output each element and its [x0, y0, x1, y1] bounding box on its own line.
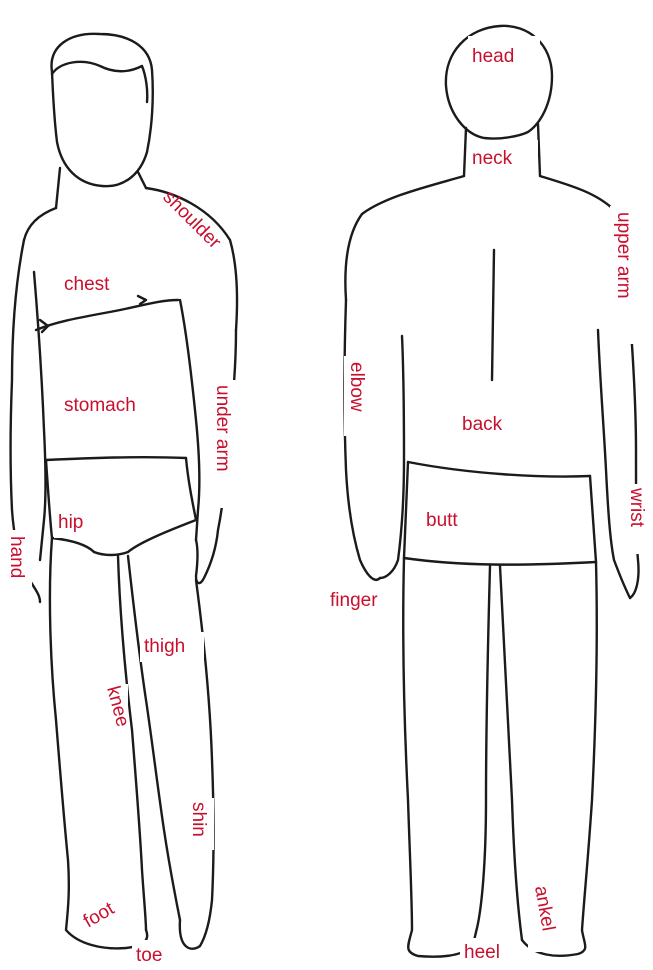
- back-neck-right: [538, 124, 540, 176]
- label-toe: toe: [132, 940, 172, 968]
- label-upper-arm-text: upper arm: [613, 212, 634, 299]
- label-heel-text: heel: [464, 942, 500, 963]
- front-neck-right: [138, 172, 146, 188]
- front-briefs-right: [128, 458, 196, 552]
- label-finger-text: finger: [330, 590, 378, 611]
- back-waistline: [408, 462, 590, 476]
- back-shoulder-left: [345, 176, 464, 300]
- back-left-arm-outer: [345, 300, 381, 580]
- label-toe-text: toe: [136, 945, 162, 966]
- label-hip-text: hip: [58, 512, 83, 533]
- front-briefs-left: [46, 460, 94, 552]
- label-elbow: elbow: [344, 356, 372, 436]
- label-wrist: wrist: [624, 484, 652, 554]
- label-hand: hand: [4, 530, 32, 592]
- front-chest-line: [36, 300, 178, 330]
- label-butt: butt: [422, 506, 480, 536]
- back-right-leg-inner: [500, 566, 522, 940]
- label-chest-text: chest: [64, 274, 110, 295]
- back-right-arm-inner: [598, 330, 630, 598]
- back-left-leg-outer: [403, 558, 470, 957]
- back-left-leg-inner: [470, 566, 490, 948]
- label-elbow-text: elbow: [346, 362, 367, 412]
- front-neck-left: [56, 168, 60, 208]
- label-hand-text: hand: [6, 536, 27, 578]
- back-neck-left: [464, 128, 466, 176]
- label-under-arm: under arm: [210, 380, 238, 508]
- front-head-outline: [52, 34, 153, 186]
- front-right-arm-inner: [180, 300, 199, 540]
- label-back-text: back: [462, 414, 503, 435]
- back-shorts-hem: [404, 558, 596, 565]
- label-shin-text: shin: [188, 802, 209, 837]
- front-chest-mark-right: [138, 296, 146, 304]
- labels: head neck shoulder upper arm chest stoma…: [4, 36, 652, 968]
- label-upper-arm: upper arm: [610, 206, 640, 344]
- back-left-arm-inner: [380, 336, 404, 578]
- label-thigh-text: thigh: [144, 636, 185, 657]
- label-hip: hip: [54, 508, 98, 538]
- front-shoulder-left: [24, 208, 56, 240]
- label-under-arm-text: under arm: [212, 385, 233, 472]
- front-left-arm-inner: [34, 272, 46, 560]
- front-hair-outline: [52, 62, 147, 102]
- label-heel: heel: [460, 938, 514, 966]
- front-crotch: [94, 552, 128, 555]
- front-waistline: [46, 457, 186, 460]
- label-butt-text: butt: [426, 510, 458, 531]
- label-shin: shin: [186, 798, 214, 850]
- label-finger: finger: [326, 586, 402, 616]
- label-head: head: [468, 36, 540, 68]
- label-wrist-text: wrist: [626, 487, 647, 528]
- label-back: back: [458, 408, 528, 438]
- label-stomach-text: stomach: [64, 395, 136, 416]
- back-shorts-right: [590, 476, 596, 562]
- label-head-text: head: [472, 46, 514, 67]
- label-ankel: ankel: [528, 882, 559, 952]
- label-chest: chest: [60, 270, 130, 300]
- label-foot: foot: [80, 898, 119, 932]
- label-stomach: stomach: [60, 390, 164, 420]
- back-spine: [492, 250, 494, 380]
- label-foot-text: foot: [80, 898, 119, 932]
- label-neck: neck: [468, 140, 538, 172]
- label-neck-text: neck: [472, 148, 513, 169]
- label-thigh: thigh: [140, 632, 204, 662]
- front-right-leg-inner: [128, 556, 180, 920]
